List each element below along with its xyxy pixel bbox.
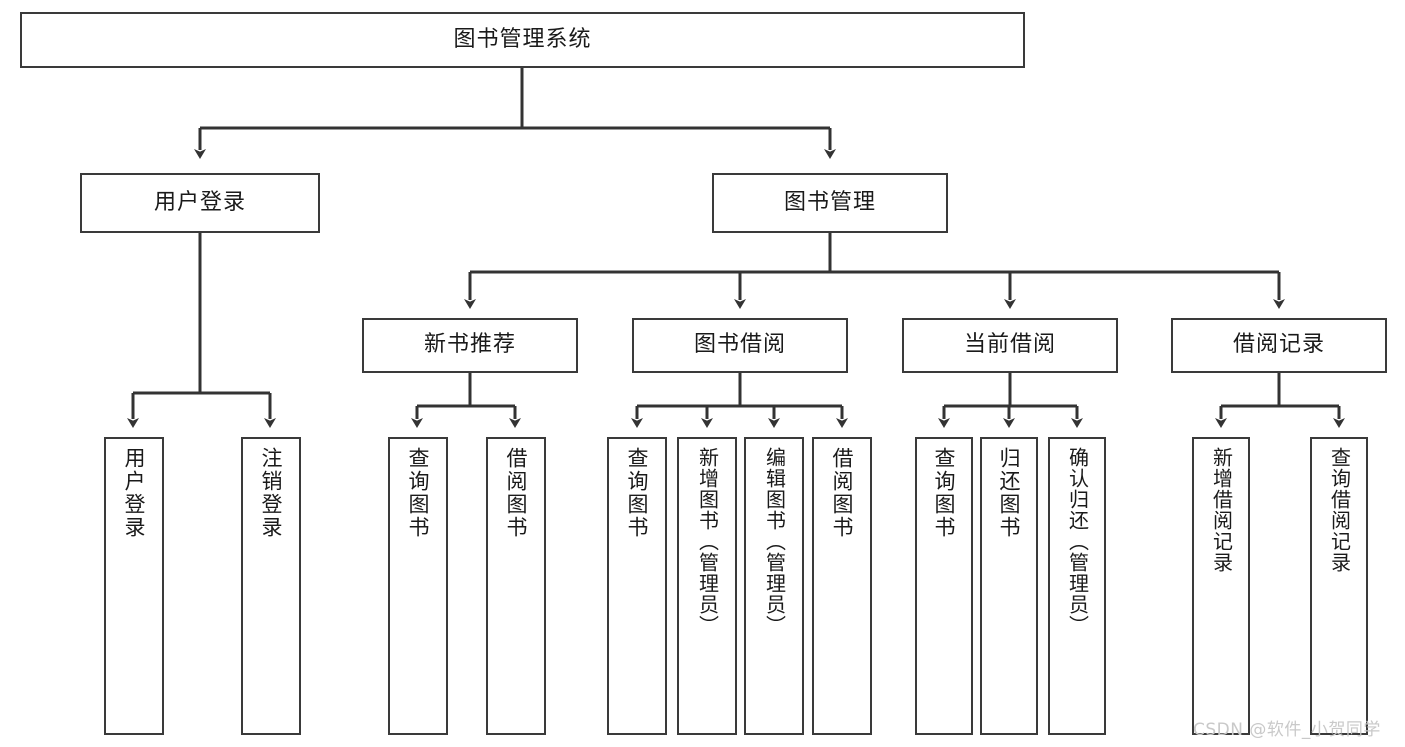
node-leaf-borrow-book-recommend[interactable]: 借阅图书: [486, 437, 546, 735]
node-label: 新书推荐: [423, 332, 516, 358]
node-label: 当前借阅: [963, 332, 1056, 358]
node-label: 新增借阅记录: [1209, 447, 1234, 573]
node-leaf-borrow-book[interactable]: 借阅图书: [812, 437, 872, 735]
node-leaf-return-book[interactable]: 归还图书: [980, 437, 1038, 735]
node-borrowing-record[interactable]: 借阅记录: [1171, 318, 1387, 373]
node-label: 借阅记录: [1232, 332, 1325, 358]
csdn-watermark: CSDN @软件_小贺同学: [1193, 720, 1381, 740]
node-label: 图书管理: [783, 189, 876, 215]
node-label: 查询借阅记录: [1327, 447, 1352, 573]
node-label: 新增图书（管理员）: [695, 447, 720, 636]
node-label: 查询图书: [932, 447, 957, 539]
node-current-borrowing[interactable]: 当前借阅: [902, 318, 1118, 373]
node-label: 借阅图书: [504, 447, 529, 539]
node-leaf-add-borrow-record[interactable]: 新增借阅记录: [1192, 437, 1250, 735]
node-label: 图书管理系统: [453, 26, 592, 52]
node-label: 查询图书: [406, 447, 431, 539]
node-leaf-query-borrow-record[interactable]: 查询借阅记录: [1310, 437, 1368, 735]
node-label: 查询图书: [625, 447, 650, 539]
node-book-management[interactable]: 图书管理: [712, 173, 948, 233]
node-leaf-add-book-admin[interactable]: 新增图书（管理员）: [677, 437, 737, 735]
node-root-book-management-system[interactable]: 图书管理系统: [20, 12, 1025, 68]
node-user-login[interactable]: 用户登录: [80, 173, 320, 233]
node-label: 归还图书: [997, 447, 1022, 539]
node-label: 借阅图书: [830, 447, 855, 539]
node-leaf-user-login[interactable]: 用户登录: [104, 437, 164, 735]
node-book-borrowing[interactable]: 图书借阅: [632, 318, 848, 373]
node-label: 编辑图书（管理员）: [762, 447, 787, 636]
node-leaf-query-book-recommend[interactable]: 查询图书: [388, 437, 448, 735]
node-new-book-recommendation[interactable]: 新书推荐: [362, 318, 578, 373]
node-label: 注销登录: [259, 447, 284, 539]
node-leaf-query-book-borrow[interactable]: 查询图书: [607, 437, 667, 735]
node-leaf-query-book-current[interactable]: 查询图书: [915, 437, 973, 735]
node-label: 用户登录: [153, 189, 246, 215]
node-leaf-confirm-return-admin[interactable]: 确认归还（管理员）: [1048, 437, 1106, 735]
node-label: 确认归还（管理员）: [1065, 447, 1090, 636]
node-label: 图书借阅: [693, 332, 786, 358]
node-label: 用户登录: [122, 447, 147, 539]
node-leaf-edit-book-admin[interactable]: 编辑图书（管理员）: [744, 437, 804, 735]
node-leaf-logout[interactable]: 注销登录: [241, 437, 301, 735]
